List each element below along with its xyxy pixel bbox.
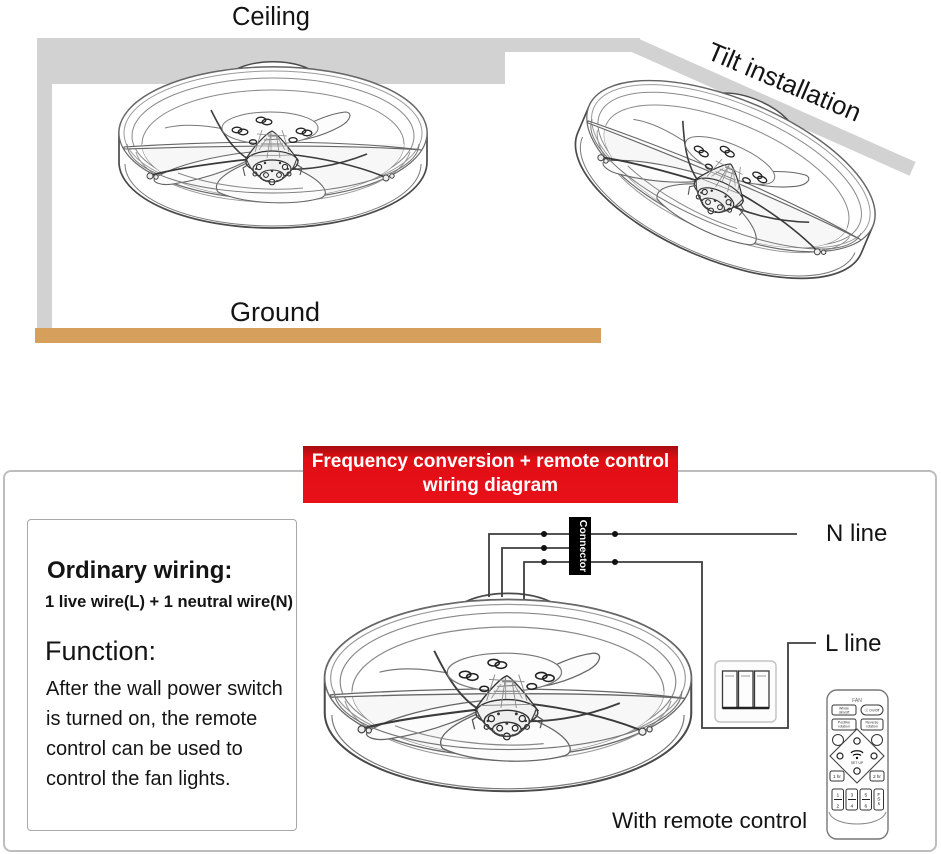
svg-text:s: s [878, 802, 881, 807]
svg-text:F: F [877, 792, 880, 798]
svg-text:S: S [877, 797, 880, 803]
svg-text:SET UP: SET UP [851, 761, 864, 765]
svg-text:Connector: Connector [577, 520, 589, 573]
svg-text:5: 5 [864, 793, 867, 799]
svg-text:ⓘ On/Off: ⓘ On/Off [865, 708, 880, 713]
svg-text:2 hr: 2 hr [873, 774, 881, 779]
svg-text:4: 4 [850, 804, 853, 810]
svg-text:1 hr: 1 hr [833, 774, 841, 779]
svg-text:Whole: Whole [839, 707, 849, 711]
svg-text:rotation: rotation [866, 725, 878, 729]
svg-text:FAN: FAN [852, 698, 862, 704]
svg-text:Reverse: Reverse [865, 721, 878, 725]
svg-text:6: 6 [864, 804, 867, 810]
svg-text:1: 1 [836, 793, 839, 799]
svg-text:rotation: rotation [838, 725, 850, 729]
svg-text:dim/off: dim/off [839, 711, 849, 715]
svg-text:Positive: Positive [838, 721, 850, 725]
svg-text:2: 2 [836, 804, 839, 810]
svg-text:3: 3 [850, 793, 853, 799]
